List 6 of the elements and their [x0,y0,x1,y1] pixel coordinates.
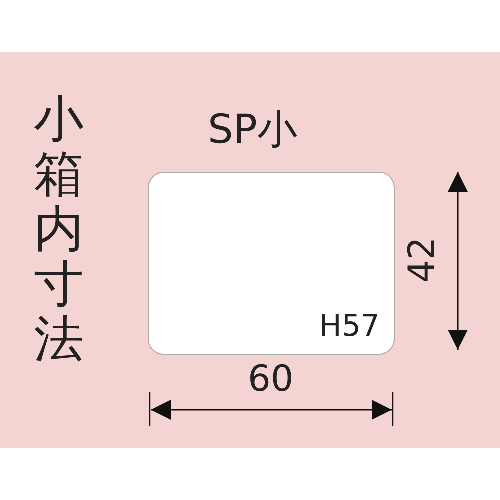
dimension-label: 60 [248,362,294,398]
box-outline [148,172,395,355]
size-title: SP小 [208,110,298,150]
dimension-label: 42 [404,237,441,283]
height-label: H57 [319,312,380,342]
vertical-caption: 小箱内寸法 [34,92,85,367]
